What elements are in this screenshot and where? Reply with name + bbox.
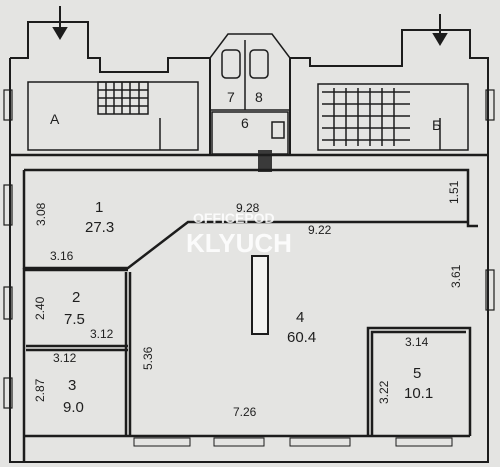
room-number-2: 2 xyxy=(72,289,80,306)
dim-r5-top: 3.14 xyxy=(405,335,429,349)
stairs-right xyxy=(317,83,469,151)
toilet-7-label: 7 xyxy=(227,89,235,105)
toilet-block xyxy=(209,33,291,172)
room-area-1: 27.3 xyxy=(85,219,114,236)
room-area-4: 60.4 xyxy=(287,329,316,346)
entrance-arrow-right xyxy=(432,14,448,46)
dim-r4-top: 9.22 xyxy=(308,223,332,237)
entrance-arrow-left xyxy=(52,6,68,40)
dim-r5-height: 3.22 xyxy=(377,380,391,404)
room-number-1: 1 xyxy=(95,199,103,216)
watermark-line-2: KLYUCH xyxy=(186,228,292,258)
room-area-2: 7.5 xyxy=(64,311,85,328)
dim-r4-left: 5.36 xyxy=(141,346,155,370)
dim-r2-bottom: 3.12 xyxy=(90,327,114,341)
room-6-label: 6 xyxy=(241,115,249,131)
dimensions: 9.28 3.08 3.16 1.51 9.22 3.61 2.40 3.12 … xyxy=(33,180,463,419)
room-area-3: 9.0 xyxy=(63,399,84,416)
watermark-line-1: OFFICEPOD xyxy=(193,210,275,226)
section-b-label: Б xyxy=(432,117,441,133)
dim-r1-height: 3.08 xyxy=(34,202,48,226)
dim-r4-right: 3.61 xyxy=(449,264,463,288)
dim-r1-top: 9.28 xyxy=(236,201,260,215)
room-number-5: 5 xyxy=(413,365,421,382)
watermark: OFFICEPOD KLYUCH xyxy=(186,210,292,258)
dim-r1-bottom: 3.16 xyxy=(50,249,74,263)
room-walls xyxy=(10,153,488,462)
section-labels: А Б 7 8 6 xyxy=(50,89,441,133)
dim-right-corridor: 1.51 xyxy=(447,180,461,204)
room-area-5: 10.1 xyxy=(404,385,433,402)
outer-walls xyxy=(3,21,495,463)
dim-r2-height: 2.40 xyxy=(33,296,47,320)
room-number-3: 3 xyxy=(68,377,76,394)
room-labels: 1 27.3 2 7.5 3 9.0 4 60.4 5 10.1 xyxy=(63,199,433,416)
column xyxy=(251,255,269,335)
room-number-4: 4 xyxy=(296,309,304,326)
dim-r4-bottom: 7.26 xyxy=(233,405,257,419)
bottom-windows xyxy=(133,437,453,447)
section-a-label: А xyxy=(50,111,60,127)
dim-r3-top: 3.12 xyxy=(53,351,77,365)
dim-r3-height: 2.87 xyxy=(33,378,47,402)
toilet-8-label: 8 xyxy=(255,89,263,105)
stairs-left xyxy=(27,81,199,151)
